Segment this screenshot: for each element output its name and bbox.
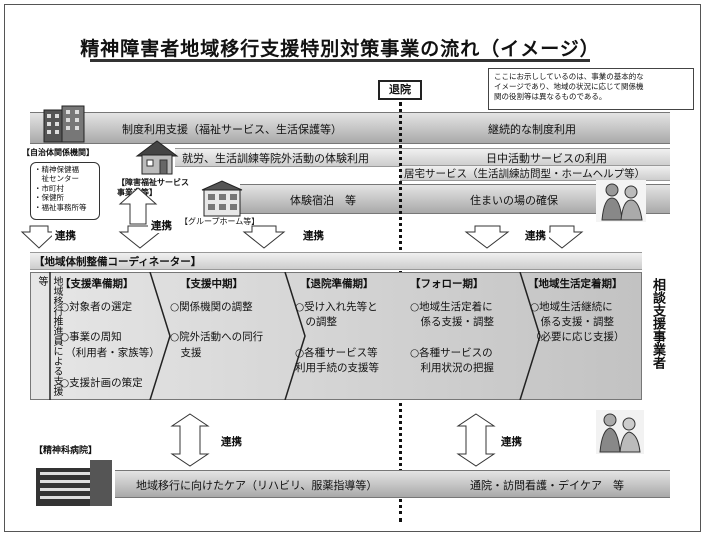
band-system-use [30, 112, 670, 144]
coordination-arrow-bottom-left [170, 413, 210, 467]
coordination-arrow-bottom-right [456, 413, 496, 467]
local-gov-items: ・精神保健福 祉センター ・市町村 ・保健所 ・福祉事務所等 [30, 162, 100, 220]
phase-3-title: 【退院準備期】 [300, 278, 374, 290]
vertical-right-label: 相談支援事業者 [650, 278, 665, 369]
system-use-label: 制度利用支援（福祉サービス、生活保護等） [122, 123, 342, 136]
group-home-icon [200, 180, 244, 218]
home-service-label: 居宅サービス（生活訓練訪問型・ホームヘルプ等） [404, 168, 646, 180]
band-home-service [400, 165, 670, 181]
caregiver-icon [596, 410, 644, 454]
discharge-label: 退院 [378, 80, 422, 100]
phase-4-text: ○地域生活定着に 係る支援・調整 ○各種サービスの 利用状況の把握 [410, 301, 494, 374]
welfare-up-arrow [118, 187, 158, 225]
disclaimer-note: ここにお示ししているのは、事業の基本的な イメージであり、地域の状況に応じて関係… [488, 68, 694, 110]
day-service-label: 日中活動サービスの利用 [486, 152, 607, 165]
phase-2-title: 【支援中期】 [180, 278, 243, 290]
group-home-label: 【グループホーム等】 [180, 217, 260, 226]
phase-5-text: ○地域生活継続に 係る支援・調整 （必要に応じ支援） [530, 301, 625, 344]
band-hospital-care [115, 470, 670, 498]
hospital-label: 【精神科病院】 [34, 446, 98, 456]
phase-3-text: ○受け入れ先等と の調整 ○各種サービス等 利用手続の支援等 [295, 301, 379, 374]
phase-1-text: ○対象者の選定 ○事業の周知 （利用者・家族等） ○支援計画の策定 [60, 301, 160, 390]
phase-1-title: 【支援準備期】 [60, 278, 134, 290]
diagram-frame [4, 4, 701, 532]
title-underline [90, 59, 590, 62]
people-housing-icon [596, 180, 646, 222]
coordinator-band [30, 252, 642, 270]
local-gov-title: 【自治体関係機関】 [22, 148, 94, 157]
renkei-label-3: 連携 [300, 228, 327, 243]
renkei-label-6: 連携 [498, 434, 525, 449]
coordination-arrows-top [20, 225, 584, 249]
diagram-title: 精神障害者地域移行支援特別対策事業の流れ（イメージ） [80, 38, 600, 60]
system-use-continued-label: 継続的な制度利用 [488, 123, 576, 136]
renkei-label-5: 連携 [218, 434, 245, 449]
office-building-icon [40, 104, 88, 144]
experience-use-label: 就労、生活訓練等院外活動の体験利用 [182, 152, 369, 165]
trial-stay-label: 体験宿泊 等 [290, 194, 356, 207]
coordinator-label: 【地域体制整備コーディネーター】 [34, 256, 202, 268]
renkei-label-1: 連携 [52, 228, 79, 243]
vertical-left-label: 地域移行推進員による支援等 [36, 276, 62, 396]
bottom-right-label: 通院・訪問看護・デイケア 等 [470, 479, 624, 492]
phase-separators [49, 272, 541, 400]
bottom-left-label: 地域移行に向けたケア（リハビリ、服薬指導等） [136, 479, 378, 492]
phase-4-title: 【フォロー期】 [410, 278, 484, 290]
phase-5-title: 【地域生活定着期】 [528, 278, 623, 290]
renkei-label-4: 連携 [522, 228, 549, 243]
renkei-label-2: 連携 [148, 218, 175, 233]
hospital-building-icon [34, 458, 114, 508]
housing-label: 住まいの場の確保 [470, 194, 558, 207]
phase-2-text: ○関係機関の調整 ○院外活動への同行 支援 [170, 301, 264, 359]
house-icon [135, 138, 179, 176]
